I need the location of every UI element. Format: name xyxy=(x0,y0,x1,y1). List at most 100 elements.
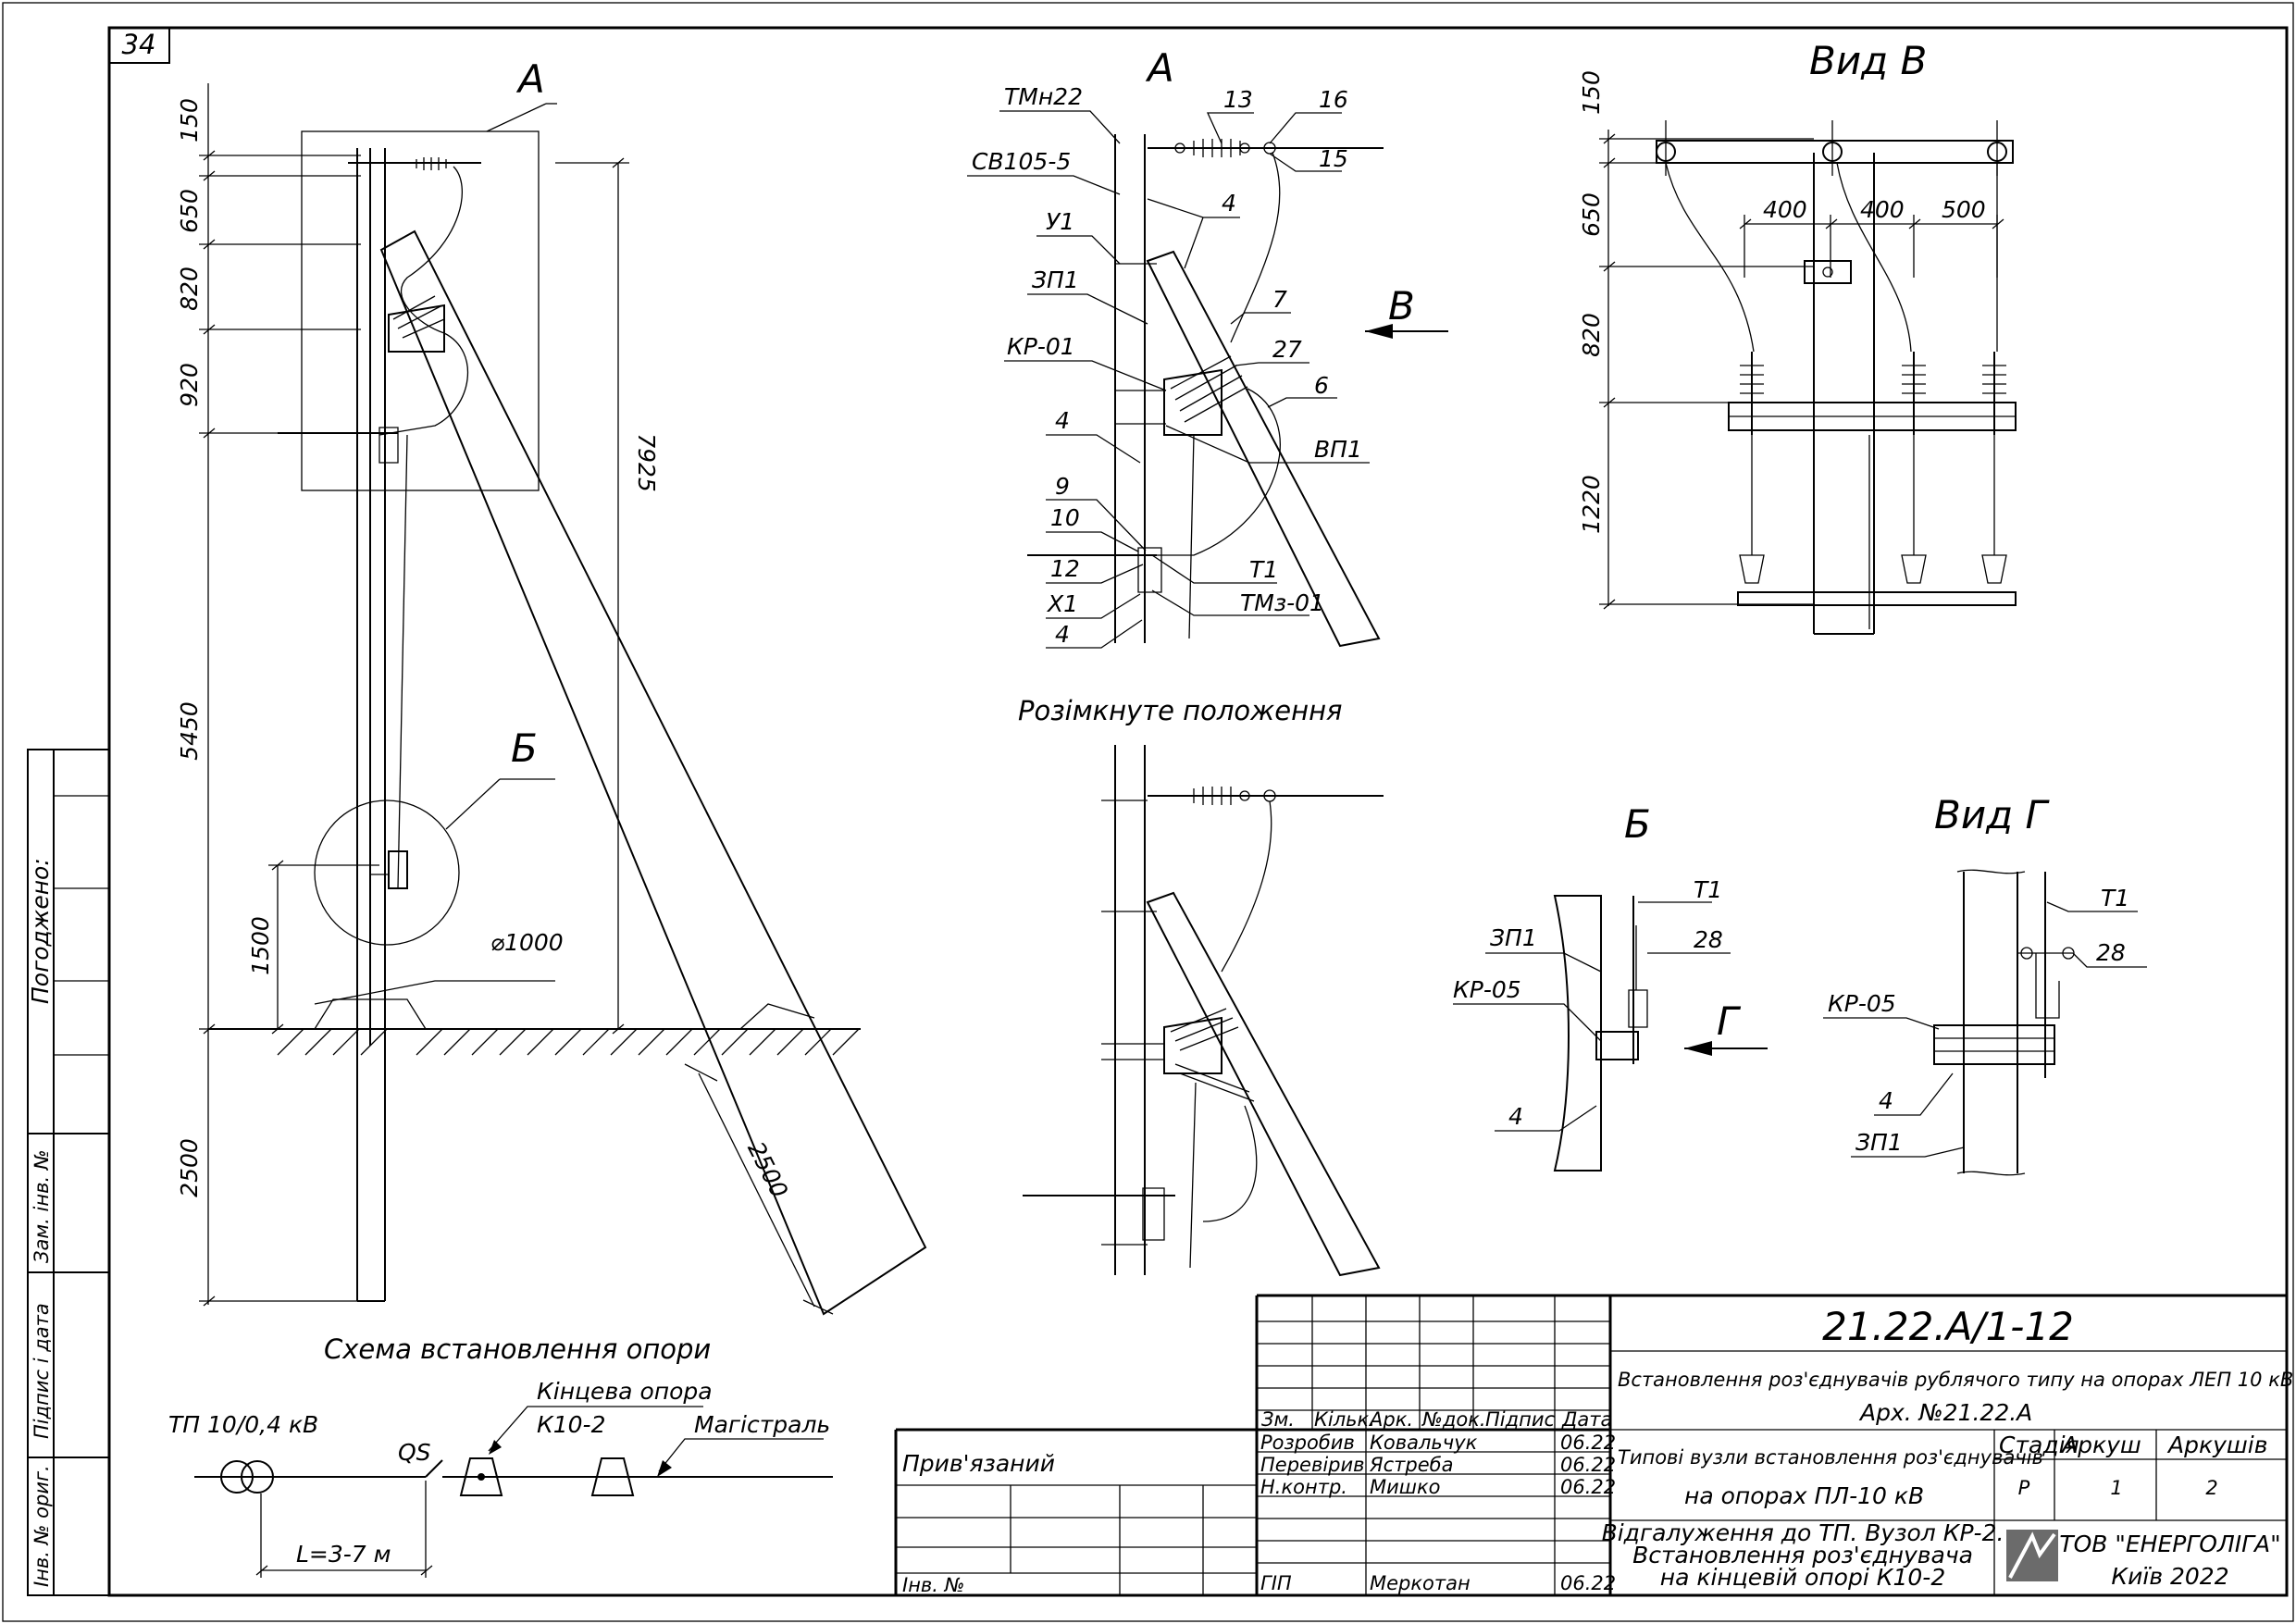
label-12: 12 xyxy=(1050,555,1080,582)
side-replaced-inv-label: Зам. інв. № xyxy=(31,1149,53,1263)
callout-a-leader xyxy=(486,103,547,132)
person-2-name: Ястреба xyxy=(1369,1454,1453,1476)
label-tmz01: ТМз-01 xyxy=(1240,589,1324,616)
view-b-bottom-crossarm xyxy=(1737,591,2017,606)
leader-6 xyxy=(1267,397,1337,408)
label-7: 7 xyxy=(1272,286,1287,313)
section-title-2: на опорах ПЛ-10 кВ xyxy=(1684,1482,1924,1509)
leader-g-kr05 xyxy=(1823,1017,1940,1030)
open-jumper xyxy=(1221,800,1272,973)
detail-b: Б Т1 ЗП1 28 КР-05 4 Г xyxy=(1453,801,1768,1172)
detail-b-pole-section xyxy=(1553,895,1602,1172)
view-a-lower-insulator xyxy=(1137,547,1162,593)
ground-hatch xyxy=(277,1028,860,1056)
view-a-title: А xyxy=(1145,45,1174,91)
open-lower-insulator xyxy=(1142,1187,1165,1241)
person-2-date: 06.22 xyxy=(1560,1454,1616,1476)
view-b: Вид В 150 650 820 1220 xyxy=(1578,38,2017,635)
archive-number: Арх. №21.22.А xyxy=(1858,1399,2032,1426)
open-position-title: Розімкнуте положення xyxy=(1018,695,1343,726)
label-zp1: ЗП1 xyxy=(1032,267,1079,293)
leader-x1 xyxy=(1046,593,1141,619)
drawing-code: 21.22.А/1-12 xyxy=(1822,1304,2074,1349)
person-2-role: Перевірив xyxy=(1260,1454,1365,1476)
label-tmn22: ТМн22 xyxy=(1004,83,1083,110)
view-b-cable-left xyxy=(1665,162,1755,353)
open-top-insulator xyxy=(1193,787,1232,805)
label-kr01: КР-01 xyxy=(1007,333,1075,360)
callout-b-circle xyxy=(314,800,460,946)
callout-a-label: А xyxy=(515,56,545,102)
hdr-ark: Арк. xyxy=(1368,1408,1413,1431)
title-block: Прив'язаний Інв. № Зм. Кільк. Арк. №док.… xyxy=(894,1294,2293,1596)
hdr-zm: Зм. xyxy=(1261,1408,1295,1431)
open-strut xyxy=(1146,891,1381,1277)
view-b-bottom-insulators xyxy=(1739,554,2007,584)
detail-b-label-zp1: ЗП1 xyxy=(1490,924,1537,951)
hdr-ndok: №док. xyxy=(1421,1408,1486,1431)
view-a-insulator-stack xyxy=(1170,355,1248,423)
view-g-arrowhead xyxy=(1684,1041,1712,1056)
leader-27 xyxy=(1235,362,1309,366)
detail-b-bracket xyxy=(1595,1031,1639,1060)
mainline-leader xyxy=(658,1438,824,1472)
view-b-dim-650: 650 xyxy=(1578,192,1605,237)
sheet-title-1: Відгалуження до ТП. Вузол КР-2. xyxy=(1602,1519,2004,1546)
dim-2500-slanted-line xyxy=(698,1072,815,1308)
view-g-label-t1: Т1 xyxy=(2101,885,2129,911)
label-4a: 4 xyxy=(1055,407,1070,434)
side-stamp: Погоджено: Зам. інв. № Підпис і дата Інв… xyxy=(27,749,110,1596)
leader-13 xyxy=(1206,112,1254,144)
leader-g-4 xyxy=(1874,1072,1954,1116)
label-t1: Т1 xyxy=(1249,556,1278,583)
jumper-wire xyxy=(401,166,464,334)
installation-scheme: Схема встановлення опори ТП 10/0,4 кВ QS… xyxy=(168,1333,833,1578)
view-b-top-beam xyxy=(1656,140,2014,164)
leader-4c xyxy=(1147,198,1240,269)
view-a-disconnector xyxy=(1163,368,1222,436)
view-b-mid-bracket xyxy=(1804,260,1852,284)
label-4c: 4 xyxy=(1222,190,1236,217)
transformer-coil-1 xyxy=(220,1460,254,1494)
sheet-title-3: на кінцевій опорі К10-2 xyxy=(1660,1564,1945,1591)
leader-4a xyxy=(1046,434,1141,464)
mainline-pole-symbol xyxy=(590,1457,635,1496)
person-1-role: Розробив xyxy=(1260,1432,1355,1454)
disconnector-base xyxy=(388,304,445,353)
dim-920: 920 xyxy=(176,363,203,407)
sheet-number-box xyxy=(108,27,170,64)
leader-vp1 xyxy=(1165,425,1370,464)
end-pole-leader xyxy=(488,1406,703,1452)
open-rod xyxy=(1189,1082,1197,1269)
view-g-label-kr05: КР-05 xyxy=(1828,990,1896,1017)
label-16: 16 xyxy=(1319,86,1348,113)
view-b-insulator-sheds xyxy=(1740,365,2006,394)
arrow-b-label: В xyxy=(1388,283,1415,329)
switch-qs xyxy=(425,1459,443,1478)
inv-label: Інв. № xyxy=(902,1574,965,1596)
open-disconnector xyxy=(1163,1016,1222,1074)
drive-rod xyxy=(397,434,408,889)
view-g-label-zp1: ЗП1 xyxy=(1855,1129,1903,1156)
dim-2500-vertical: 2500 xyxy=(176,1138,203,1197)
dim-150: 150 xyxy=(176,98,203,143)
dim-650: 650 xyxy=(176,189,203,233)
ground-mound xyxy=(314,998,815,1030)
view-b-dim-400b: 400 xyxy=(1860,196,1905,223)
view-g-label-28: 28 xyxy=(2096,939,2126,966)
view-a-strut xyxy=(1146,250,1381,648)
view-a: А ТМн22 СВ105-5 У1 ЗП1 КР-01 4 xyxy=(967,45,1448,649)
stage-value: Р xyxy=(2018,1477,2030,1499)
leader-7 xyxy=(1230,312,1291,325)
drive-handle xyxy=(388,850,408,889)
label-vp1: ВП1 xyxy=(1314,436,1362,463)
person-4-name: Меркотан xyxy=(1370,1572,1471,1594)
leader-tmz01 xyxy=(1151,589,1309,616)
leader-b-zp1 xyxy=(1485,952,1602,973)
open-position-view: Розімкнуте положення xyxy=(1018,695,1384,1277)
company-name: ТОВ "ЕНЕРГОЛІГА" xyxy=(2059,1531,2280,1557)
sheet-number: 34 xyxy=(122,29,156,60)
hdr-data: Дата xyxy=(1561,1408,1612,1431)
view-a-top-insulator xyxy=(1193,139,1241,157)
